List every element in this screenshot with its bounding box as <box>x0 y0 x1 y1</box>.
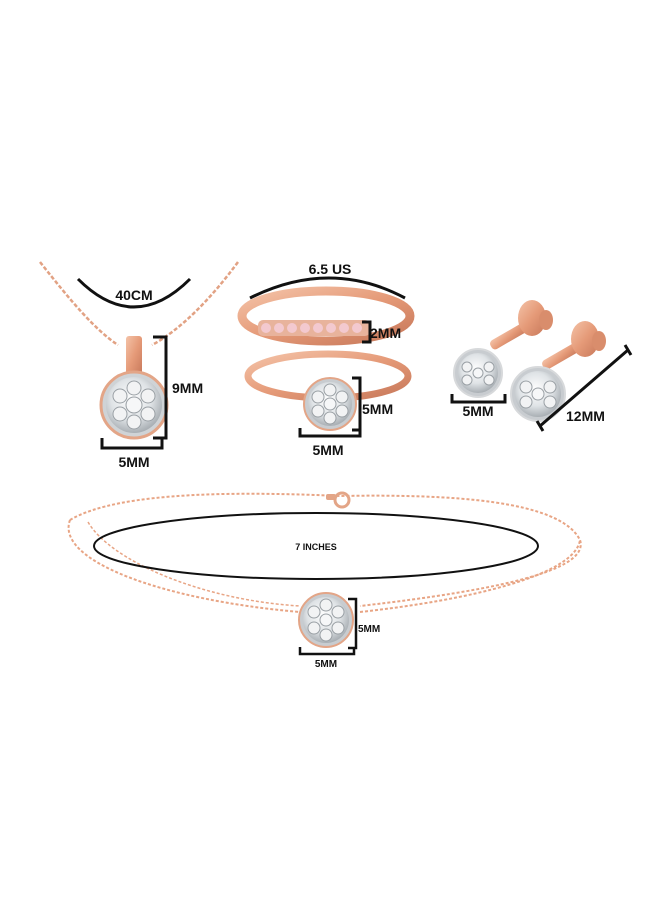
bracelet-width-bracket <box>298 647 356 656</box>
pendant-bail <box>126 336 142 376</box>
bracelet-width-label: 5MM <box>315 659 337 670</box>
band-ring <box>237 286 415 346</box>
earring-back-left <box>518 300 546 336</box>
ring-head-width-bracket <box>298 428 362 438</box>
bracelet-height-bracket <box>348 597 358 650</box>
band-stones <box>258 320 370 336</box>
necklace-height-label: 9MM <box>172 380 203 396</box>
ring-head-height-label: 5MM <box>362 401 393 417</box>
bracelet-length-label: 7 INCHES <box>295 542 337 552</box>
necklace-length-label: 40CM <box>115 287 152 303</box>
necklace-width-bracket <box>100 438 164 450</box>
bracelet-height-label: 5MM <box>358 624 380 635</box>
earring-length-label: 12MM <box>566 408 605 424</box>
ring-head-height-bracket <box>352 376 362 432</box>
necklace-chain <box>39 261 240 347</box>
bracelet: 7 INCHES 5MM 5MM <box>67 491 582 670</box>
ring-size-arc <box>249 276 406 300</box>
bracelet-chain-upper <box>69 492 582 607</box>
earring-width-label: 5MM <box>462 403 493 419</box>
ring-size-label: 6.5 US <box>309 261 352 277</box>
ring-head-width-label: 5MM <box>312 442 343 458</box>
bracelet-clasp <box>333 491 351 509</box>
necklace-width-label: 5MM <box>118 454 149 470</box>
bracelet-length-ellipse <box>93 512 539 580</box>
earring-length-bracket <box>539 348 629 428</box>
band-width-bracket <box>362 320 372 344</box>
earring-back-right <box>571 321 599 357</box>
bracelet-chain-lower <box>67 519 581 613</box>
earring-width-bracket <box>450 394 507 404</box>
necklace-length-arc <box>76 277 192 309</box>
necklace: 40CM 9MM 5MM <box>39 261 240 470</box>
earrings: 5MM 12MM <box>450 300 633 432</box>
band-width-label: 2MM <box>370 325 401 341</box>
rings: 6.5 US 2MM 5MM 5MM <box>237 261 415 458</box>
necklace-height-bracket <box>153 335 168 440</box>
